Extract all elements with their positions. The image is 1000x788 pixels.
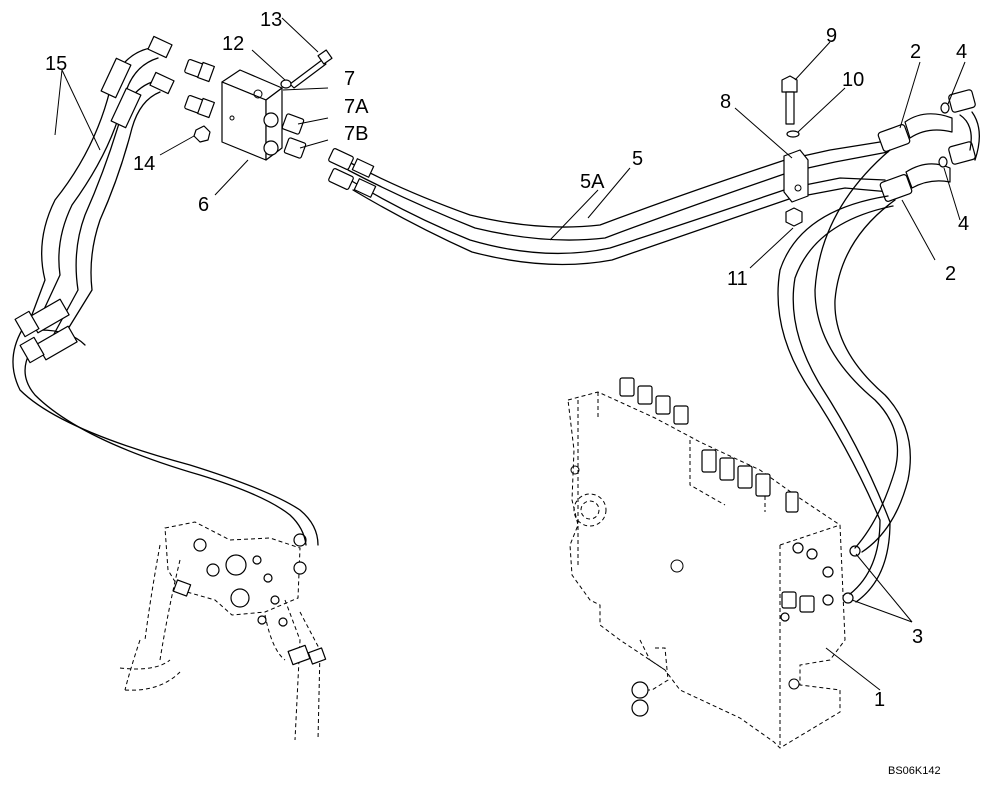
callout-14: 14 [133, 153, 155, 175]
leader-15b [61, 69, 101, 151]
o-ring-upper [849, 545, 861, 557]
callout-7a: 7A [344, 96, 369, 118]
adapters-items-2-4 [777, 61, 980, 691]
callout-15: 15 [45, 53, 67, 75]
callout-4-upper: 4 [956, 41, 967, 63]
callout-2-lower: 2 [945, 263, 956, 285]
callout-12: 12 [222, 33, 244, 55]
callout-2-upper: 2 [910, 41, 921, 63]
drawing-reference-code: BS06K142 [888, 765, 941, 777]
lower-left-valve-group [119, 521, 327, 741]
callout-7b: 7B [344, 123, 368, 145]
callout-5a: 5A [580, 171, 605, 193]
leader-15a [54, 69, 63, 136]
hoses-item-15 [12, 35, 319, 546]
hoses-item-5 [328, 41, 891, 269]
callout-1: 1 [874, 689, 885, 711]
callout-10: 10 [842, 69, 864, 91]
callout-5: 5 [632, 148, 643, 170]
callout-8: 8 [720, 91, 731, 113]
control-valve-item-1 [567, 377, 861, 749]
callout-3: 3 [912, 626, 923, 648]
manifold-block-item-6 [159, 17, 333, 196]
callout-6: 6 [198, 194, 209, 216]
callout-9: 9 [826, 25, 837, 47]
callout-13: 13 [260, 9, 282, 31]
callout-11: 11 [727, 268, 748, 290]
callout-7: 7 [344, 68, 355, 90]
callout-4-lower: 4 [958, 213, 969, 235]
o-ring-lower [842, 592, 854, 604]
